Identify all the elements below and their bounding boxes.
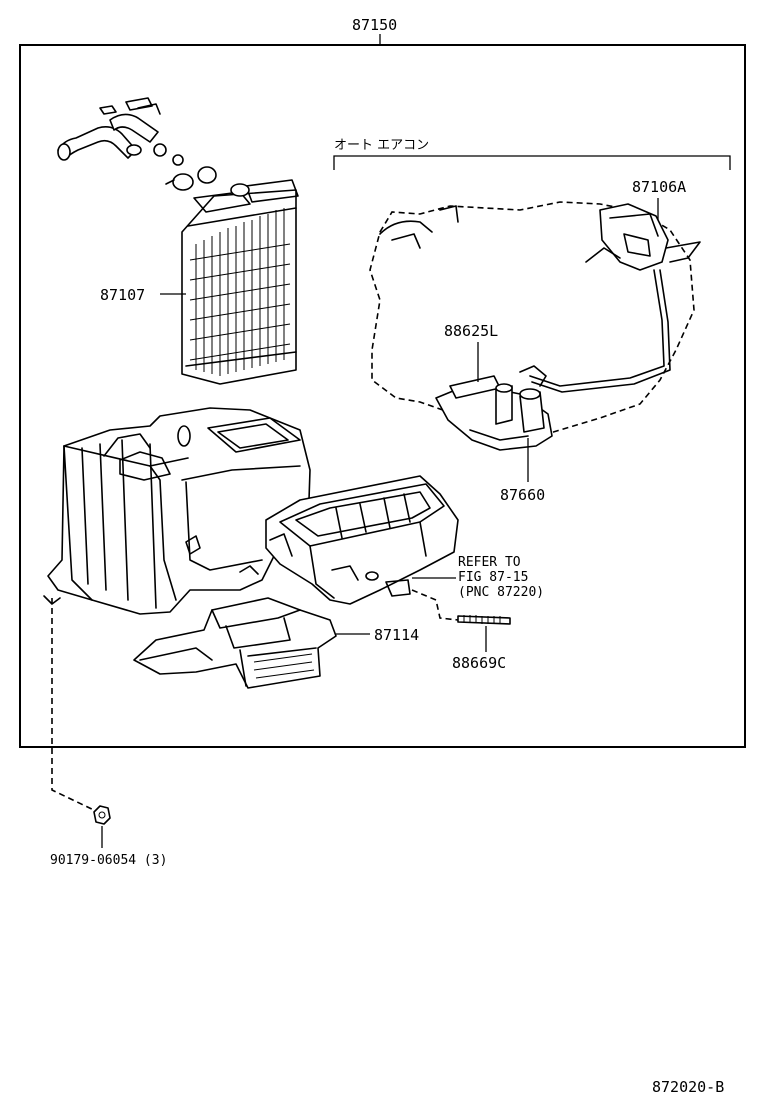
- assembly-label[interactable]: 87150: [352, 16, 397, 34]
- refer-note-line2[interactable]: FIG 87-15: [458, 570, 528, 585]
- bolt-label[interactable]: 88669C: [452, 654, 506, 672]
- sensor-label[interactable]: 88625L: [444, 322, 498, 340]
- refer-note-line1: REFER TO: [458, 555, 521, 570]
- water-valve-assembly: [435, 365, 553, 451]
- auto-ac-outline: [369, 201, 695, 437]
- bolt: [411, 589, 511, 625]
- heater-core: [181, 179, 299, 385]
- heater-unit-housing: [43, 407, 311, 615]
- blower-duct: [265, 475, 459, 605]
- servo-motor: [529, 203, 701, 393]
- heater-core-label[interactable]: 87107: [100, 286, 145, 304]
- nut-dashed-leader: [51, 598, 99, 813]
- figure-code: 872020-B: [652, 1078, 724, 1096]
- lower-duct-label[interactable]: 87114: [374, 626, 419, 644]
- lower-duct: [133, 597, 337, 689]
- refer-note-line3: (PNC 87220): [458, 585, 544, 600]
- option-label: オート エアコン: [334, 138, 429, 153]
- option-bracket: [333, 155, 731, 170]
- water-valve-label[interactable]: 87660: [500, 486, 545, 504]
- heater-hoses: [57, 97, 217, 191]
- assembly-frame: [19, 44, 746, 748]
- nut: [93, 805, 111, 825]
- nut-label[interactable]: 90179-06054 (3): [50, 853, 167, 868]
- servo-motor-label[interactable]: 87106A: [632, 178, 686, 196]
